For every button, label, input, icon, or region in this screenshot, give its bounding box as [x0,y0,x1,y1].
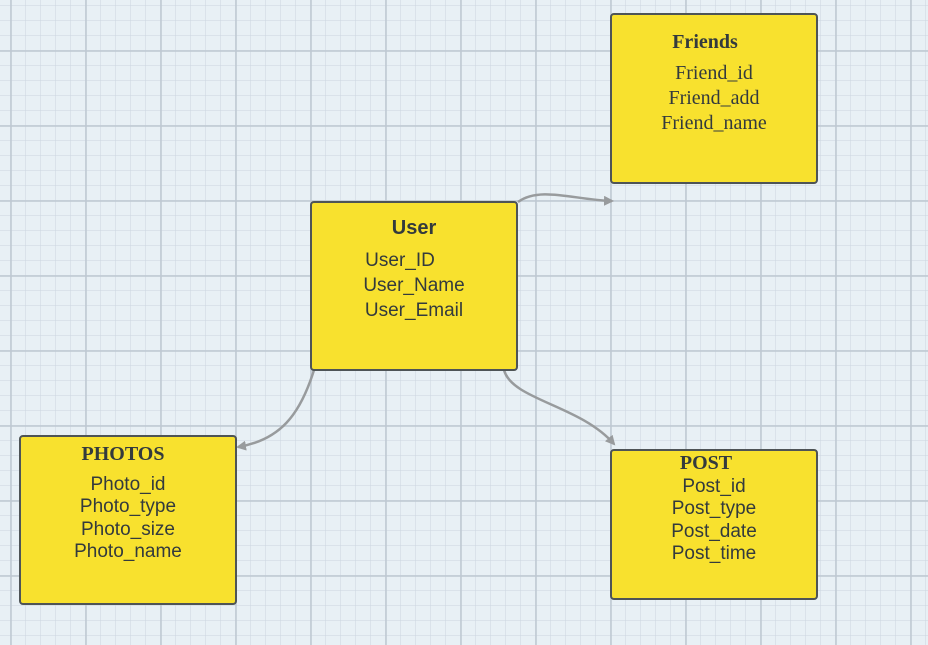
attribute-post-time: Post_time [671,543,757,564]
attribute-user-name: User_Name [363,275,465,296]
attribute-user-id: User_ID [365,250,435,271]
entity-post[interactable]: POST Post_id Post_type Post_date Post_ti… [610,449,818,600]
entity-photos[interactable]: PHOTOS Photo_id Photo_type Photo_size Ph… [19,435,237,605]
attribute-post-id: Post_id [682,476,746,497]
entity-title-user: User [391,217,437,239]
entity-title-friends: Friends [672,31,738,53]
connector-user-post[interactable] [502,369,616,446]
entity-friends[interactable]: Friends Friend_id Friend_add Friend_name [610,13,818,184]
attribute-friend-add: Friend_add [668,87,760,109]
attribute-photo-name: Photo_name [74,541,182,562]
attribute-user-email: User_Email [364,300,464,321]
attribute-photo-size: Photo_size [80,519,175,540]
entity-title-post: POST [679,452,733,474]
attribute-post-type: Post_type [671,498,757,519]
connector-user-friends[interactable] [517,193,614,206]
attribute-friend-id: Friend_id [675,62,753,84]
attribute-photo-id: Photo_id [90,474,166,495]
attribute-photo-type: Photo_type [79,496,177,517]
attribute-friend-name: Friend_name [661,112,767,134]
entity-user[interactable]: User User_ID User_Name User_Email [310,201,518,371]
entity-title-photos: PHOTOS [81,443,165,465]
attribute-post-date: Post_date [671,521,757,542]
connector-user-photos[interactable] [236,369,316,451]
